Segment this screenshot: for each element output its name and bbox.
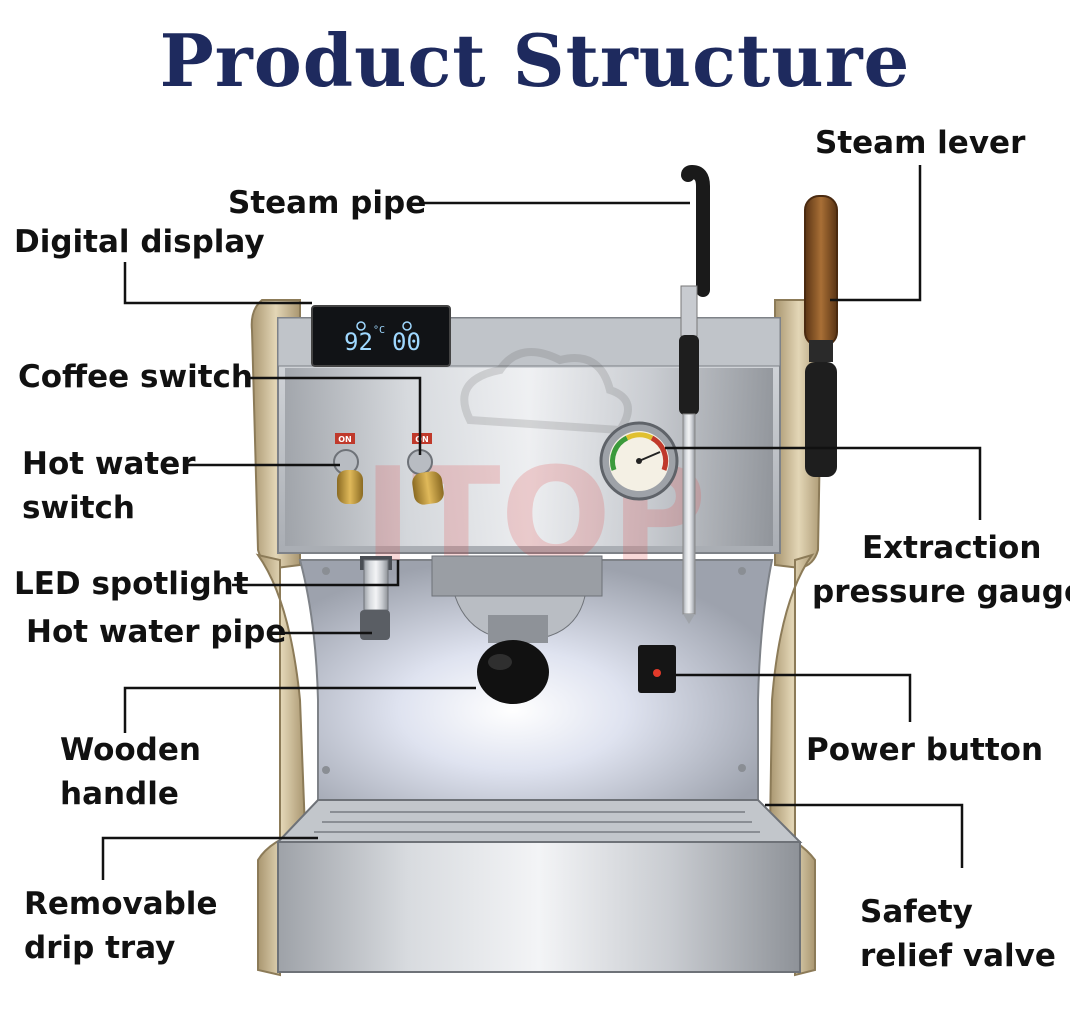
- line-led-spotlight: [232, 560, 400, 587]
- right-lower-trim: [768, 553, 816, 977]
- steam-lever-base: [805, 362, 837, 477]
- steam-pipe-joint: [680, 285, 698, 337]
- steam-pipe-wand: [682, 413, 696, 615]
- digital-display-screen: [311, 305, 451, 367]
- line-steam-lever: [830, 165, 922, 302]
- steam-pipe-sleeve: [679, 335, 699, 415]
- line-coffee-switch: [250, 376, 422, 455]
- gauge-green-zone: [610, 435, 629, 471]
- wooden-handle-knob: [477, 640, 549, 704]
- label-hot-water-switch: Hot water switch: [22, 446, 196, 526]
- steam-pipe-tip: [683, 614, 695, 624]
- gauge-needle: [638, 451, 661, 462]
- line-power-button: [676, 673, 912, 722]
- label-steam-pipe: Steam pipe: [228, 185, 427, 221]
- left-lower-trim: [255, 553, 307, 977]
- hot-water-pipe-nozzle: [360, 610, 390, 640]
- line-safety-valve: [765, 803, 964, 868]
- label-coffee-switch: Coffee switch: [18, 359, 253, 395]
- label-removable-drip-tray: Removable drip tray: [24, 886, 218, 966]
- label-hot-water-pipe: Hot water pipe: [26, 614, 287, 650]
- gauge-yellow-zone: [625, 432, 654, 441]
- hot-water-switch-tag-text: ON: [338, 435, 352, 444]
- display-time: 00: [392, 328, 421, 356]
- display-temperature: 92: [344, 328, 373, 356]
- gauge-pivot: [636, 458, 642, 464]
- label-extraction-pressure-gauge: Extraction pressure gauge: [812, 530, 1070, 610]
- screw: [738, 764, 746, 772]
- label-safety-relief-valve: Safety relief valve: [860, 894, 1056, 974]
- chef-hat-icon: [460, 348, 632, 435]
- label-led-spotlight: LED spotlight: [14, 566, 249, 602]
- line-pressure-gauge: [665, 446, 982, 520]
- line-drip-tray: [101, 836, 318, 880]
- coffee-switch-tag-text: ON: [415, 435, 429, 444]
- label-power-button: Power button: [806, 732, 1044, 768]
- line-digital-display: [123, 262, 312, 305]
- screw: [322, 766, 330, 774]
- group-head: [431, 555, 603, 597]
- gauge-red-zone: [650, 435, 669, 471]
- drip-tray-slots: [314, 811, 760, 833]
- display-unit: °C: [373, 325, 385, 336]
- page-title: Product Structure: [159, 18, 911, 103]
- line-wooden-handle: [123, 686, 476, 733]
- steam-lever-collar: [809, 340, 833, 362]
- coffee-switch-knob: [412, 471, 444, 505]
- hot-water-switch-knob: [337, 470, 363, 504]
- display-clock-icon: [402, 321, 412, 331]
- handle-highlight: [488, 654, 512, 670]
- coffee-switch-tag: [412, 433, 432, 444]
- power-indicator: [653, 669, 661, 677]
- callout-lines: [101, 165, 982, 880]
- steam-pipe-knob: [681, 164, 710, 297]
- watermark-logo: [460, 348, 632, 435]
- hot-water-switch-tag: [335, 433, 355, 444]
- label-steam-lever: Steam lever: [815, 125, 1026, 161]
- display-temp-icon: [356, 321, 366, 331]
- screw: [322, 567, 330, 575]
- portafilter-collar: [488, 615, 548, 643]
- screw: [738, 567, 746, 575]
- steam-lever-handle: [804, 195, 838, 347]
- drip-tray-front: [277, 841, 801, 973]
- label-wooden-handle: Wooden handle: [60, 732, 201, 812]
- label-digital-display: Digital display: [14, 224, 265, 260]
